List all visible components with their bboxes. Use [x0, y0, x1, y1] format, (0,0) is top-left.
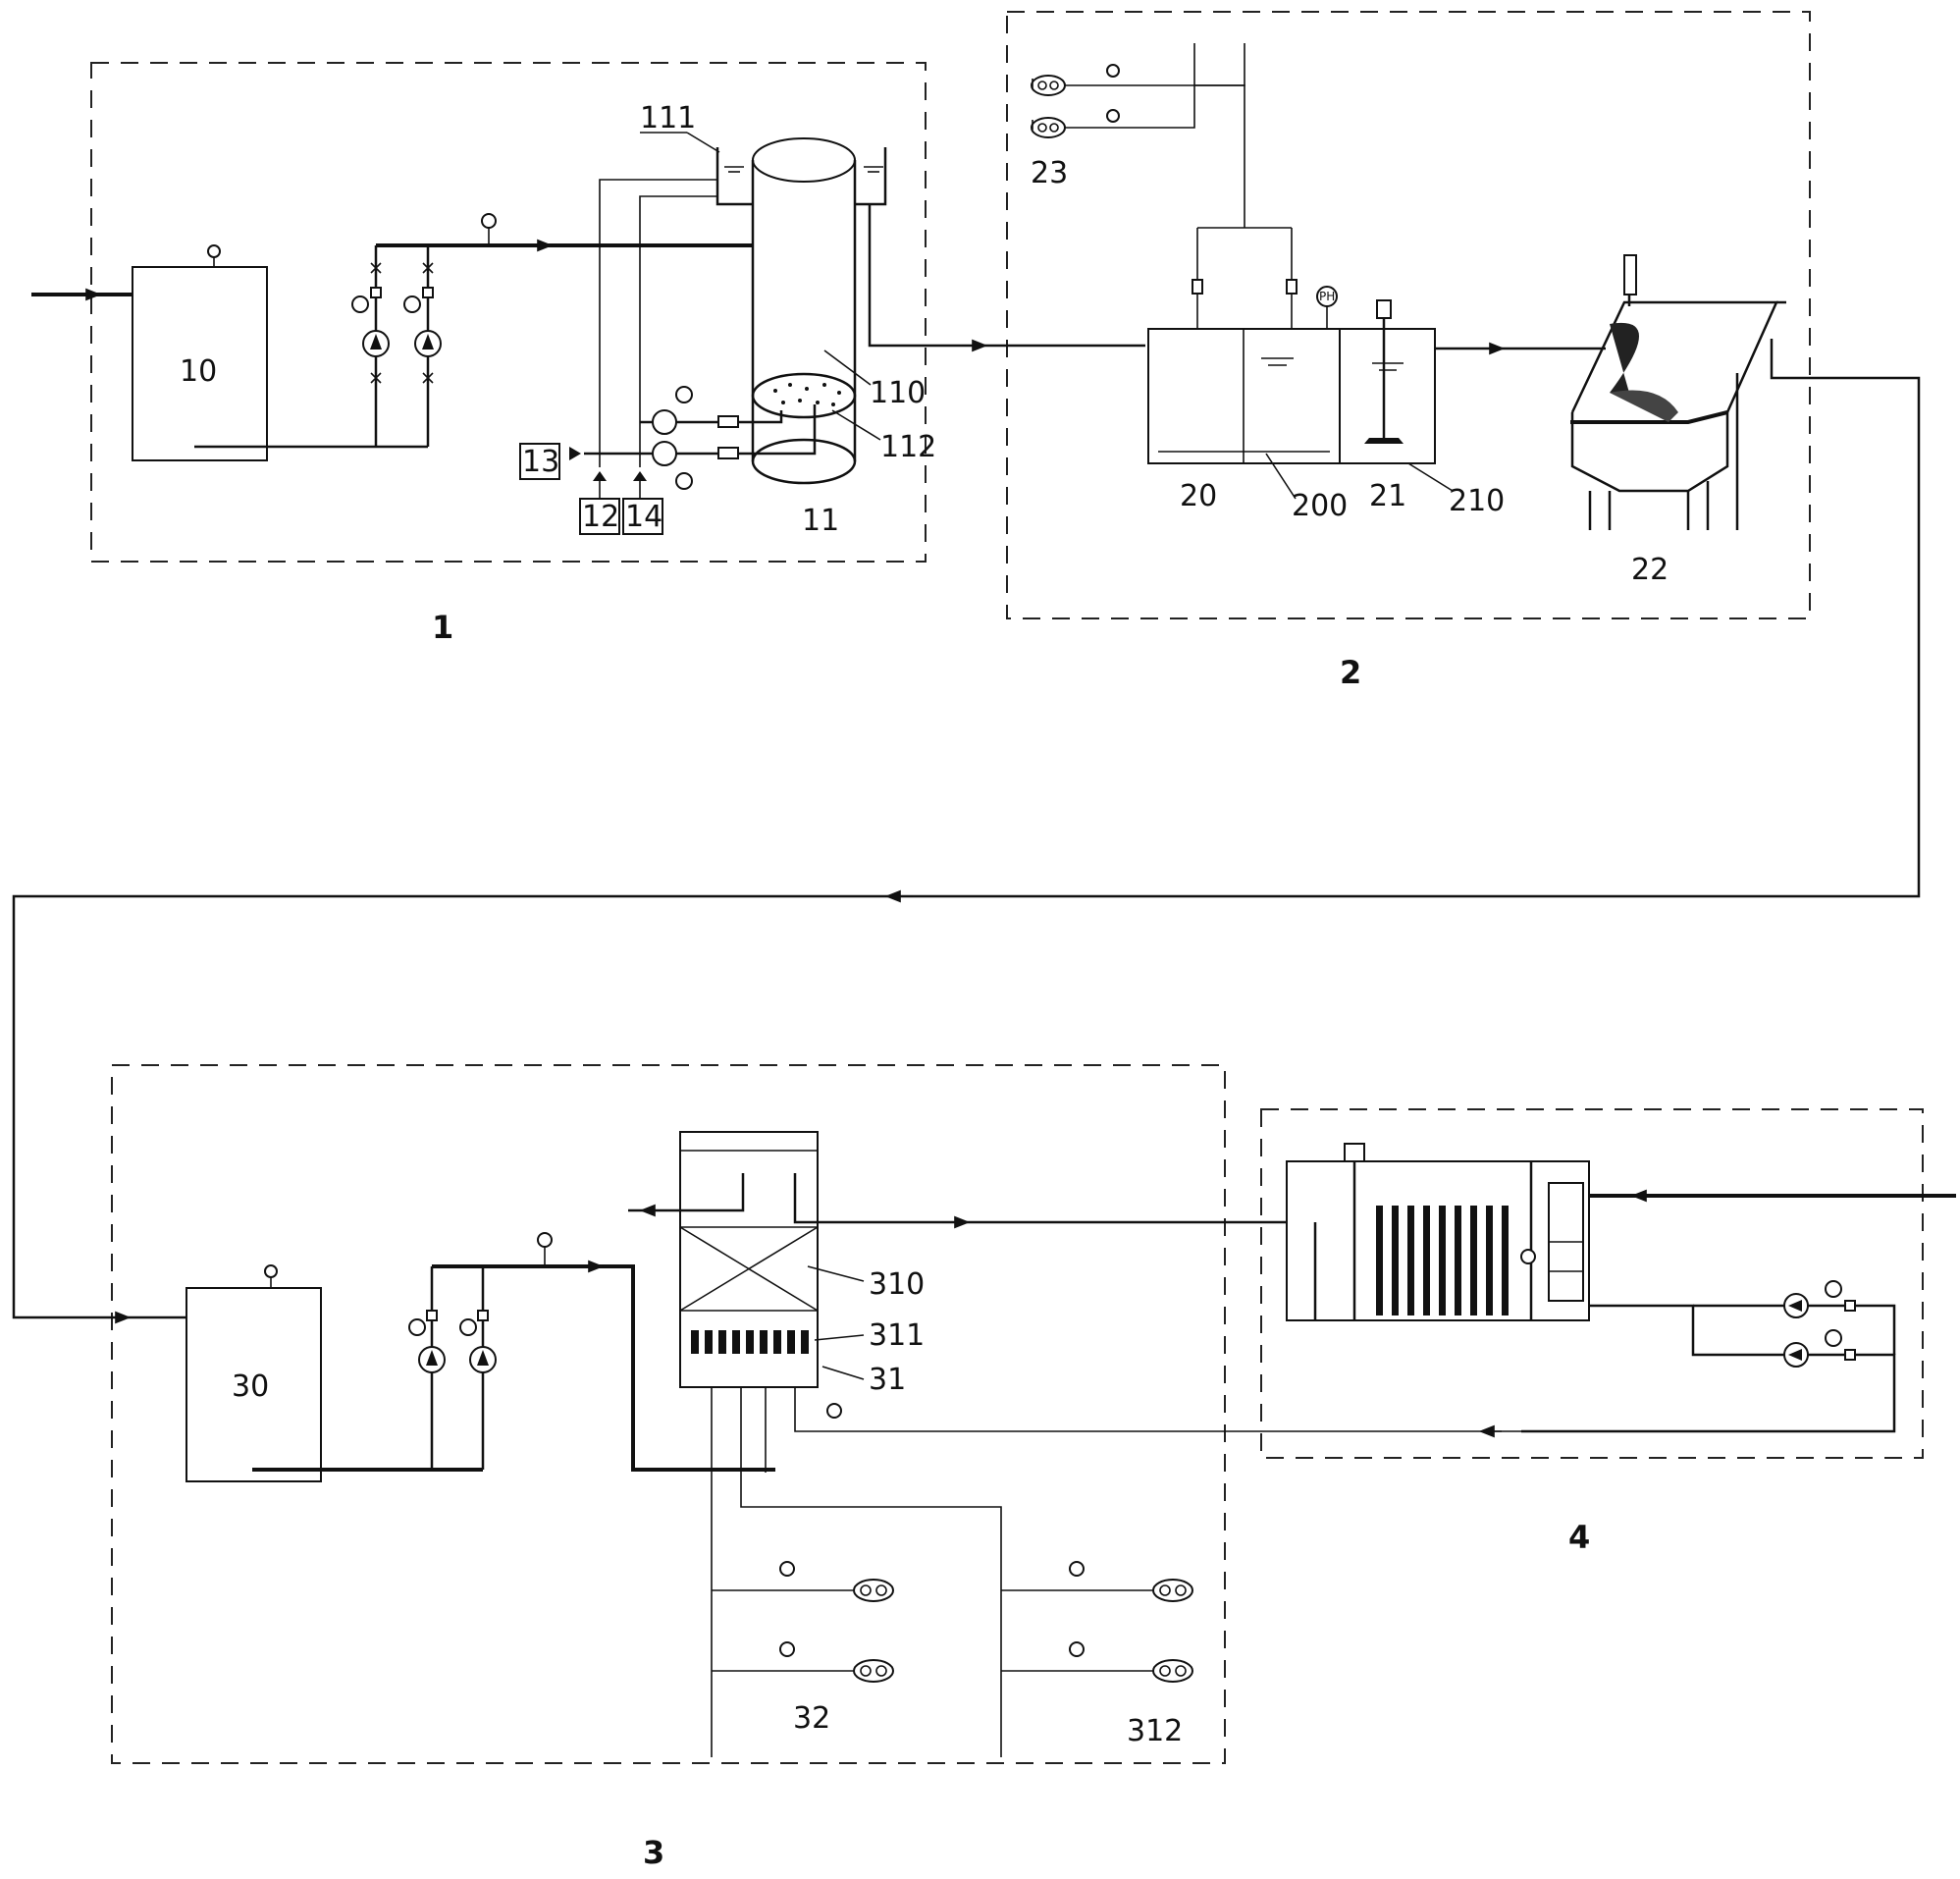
inclined-separator-22	[1570, 254, 1786, 530]
system-1-label: 1	[432, 609, 453, 646]
tank-30-label: 30	[232, 1369, 269, 1404]
temperature-sensor-icon	[1825, 1329, 1842, 1347]
ref-110-label: 110	[870, 376, 926, 410]
pump-icon	[414, 330, 442, 357]
level-gauge-icon	[207, 244, 221, 258]
pump-icon	[1783, 1293, 1809, 1318]
temperature-sensor-icon	[1825, 1280, 1842, 1298]
system-3-boundary	[111, 1064, 1226, 1764]
diffuser-plates	[691, 1330, 809, 1354]
pressure-gauge-icon	[351, 295, 369, 313]
box-12-label: 12	[582, 500, 619, 534]
pump-icon	[652, 441, 677, 466]
pump-icon	[469, 1346, 497, 1373]
system-4-boundary	[1260, 1108, 1924, 1459]
level-gauge-icon	[264, 1264, 278, 1278]
tank-10	[132, 266, 268, 461]
pressure-gauge-icon	[1069, 1641, 1085, 1657]
reactor-31	[679, 1131, 819, 1388]
pump-icon	[1783, 1342, 1809, 1368]
pressure-gauge-icon	[403, 295, 421, 313]
reagent-box-13	[519, 443, 560, 480]
pressure-gauge-icon	[1069, 1561, 1085, 1577]
pump-icon	[652, 409, 677, 435]
blower-unit	[1001, 1641, 1193, 1683]
blower-unit	[712, 1641, 894, 1683]
ref-210-label: 210	[1449, 484, 1505, 518]
flow-transmitter-icon	[826, 1403, 842, 1419]
flow-meter-icon	[481, 213, 497, 229]
pressure-gauge-icon	[1106, 64, 1120, 78]
ref-310-label: 310	[869, 1267, 925, 1302]
flow-meter-icon	[537, 1232, 553, 1248]
reaction-tower-11	[751, 137, 857, 485]
pump-icon	[418, 1346, 446, 1373]
dosing-line-lower	[584, 404, 817, 490]
system-2-boundary	[1006, 11, 1811, 619]
system-2-label: 2	[1340, 654, 1361, 691]
pressure-gauge-icon	[675, 386, 693, 403]
transfer-pipe-2-to-3	[12, 339, 1921, 1319]
blower-unit	[1001, 1561, 1193, 1602]
dosing-line-upper	[640, 386, 783, 435]
blowers-32-label: 32	[793, 1701, 830, 1736]
pump-group-3	[408, 1266, 497, 1470]
filter-press	[1286, 1143, 1590, 1321]
reactor-31-label: 31	[869, 1363, 906, 1397]
system-3-label: 3	[643, 1834, 664, 1871]
blower-unit	[712, 1561, 894, 1602]
tower-outlet-pipe	[868, 204, 1145, 348]
aeration-dots	[773, 383, 841, 406]
mixer-icon	[1364, 299, 1404, 444]
pressure-gauge-icon	[779, 1641, 795, 1657]
tank-21-label: 21	[1369, 479, 1406, 513]
tank-30	[185, 1287, 322, 1482]
pressure-gauge-icon	[1106, 109, 1120, 123]
pump-group-1	[351, 245, 442, 447]
tank-10-label: 10	[180, 354, 217, 389]
tank-20-label: 20	[1180, 479, 1217, 513]
blowers-312-label: 312	[1127, 1714, 1183, 1748]
ref-111-label: 111	[640, 101, 696, 135]
tower-11-label: 11	[802, 504, 839, 538]
pump-icon	[362, 330, 390, 357]
system-1-boundary	[90, 62, 927, 563]
blower-unit	[1031, 43, 1245, 96]
box-14-label: 14	[625, 500, 662, 534]
blowers-23-label: 23	[1031, 156, 1068, 190]
separator-22-label: 22	[1631, 553, 1669, 587]
pressure-gauge-icon	[459, 1318, 477, 1336]
reagent-box-14	[622, 498, 663, 535]
box-13-label: 13	[522, 445, 559, 479]
pressure-gauge-icon	[779, 1561, 795, 1577]
blower-unit	[1031, 43, 1195, 138]
ph-sensor-label: PH	[1319, 290, 1335, 303]
system-4-label: 4	[1568, 1519, 1590, 1556]
ref-112-label: 112	[880, 430, 936, 464]
ref-311-label: 311	[869, 1318, 925, 1353]
pressure-gauge-icon	[408, 1318, 426, 1336]
pressure-gauge-icon	[675, 472, 693, 490]
ref-200-label: 200	[1292, 489, 1348, 523]
